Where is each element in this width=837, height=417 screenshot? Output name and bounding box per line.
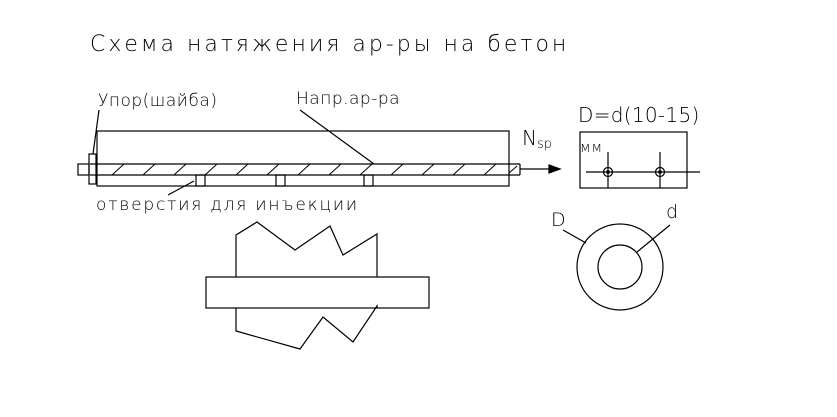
- scheme-title: Схема натяжения ар-ры на бетон: [90, 32, 570, 57]
- broken-section-view: [205, 221, 430, 350]
- label-tension-force: Nsp: [522, 128, 552, 151]
- force-subscript: sp: [536, 137, 552, 152]
- label-tensioned-rebar: Напр.ар-ра: [296, 89, 401, 109]
- label-inner-diameter: d: [666, 201, 679, 223]
- rebar-leader: [299, 109, 375, 165]
- cross-section-block: [579, 131, 700, 189]
- label-outer-diameter: D: [551, 209, 566, 231]
- tension-arrow: [520, 164, 562, 174]
- rebar-hatching: [111, 163, 518, 176]
- label-stop-washer: Упор(шайба): [98, 91, 218, 111]
- anchor-stop-washer: [77, 153, 97, 185]
- duct-ring: [562, 223, 671, 311]
- label-units: мм: [580, 140, 604, 156]
- stop-leader: [92, 109, 100, 155]
- force-symbol: N: [522, 126, 537, 150]
- injection-holes: [195, 174, 374, 187]
- label-diameter-formula: D=d(10-15): [578, 103, 700, 127]
- concrete-beam: [96, 130, 510, 187]
- holes-leader: [167, 180, 195, 196]
- label-injection-holes: отверстия для инъекции: [96, 195, 359, 215]
